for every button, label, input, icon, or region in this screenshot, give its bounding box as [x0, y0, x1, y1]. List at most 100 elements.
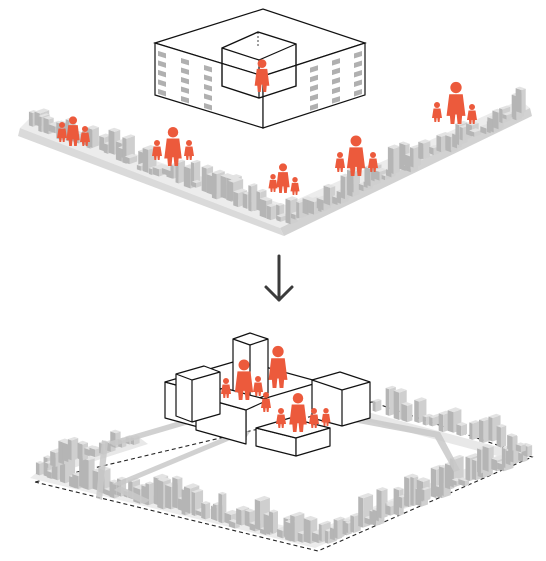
city-block — [439, 466, 444, 496]
city-block — [439, 413, 443, 432]
city-block — [269, 511, 273, 533]
city-block — [429, 417, 432, 427]
city-block — [296, 202, 299, 219]
city-block — [401, 404, 407, 422]
city-block — [479, 420, 483, 443]
city-block — [82, 458, 88, 490]
city-block — [410, 147, 414, 167]
city-ground-shade — [18, 128, 284, 236]
city-block — [285, 199, 290, 225]
city-block — [38, 116, 41, 132]
city-blocks-bottom — [36, 386, 532, 544]
city-block — [483, 446, 489, 472]
city-block — [202, 167, 207, 193]
city-block — [256, 191, 260, 211]
city-block — [233, 192, 238, 208]
city-block — [477, 448, 481, 473]
city-block — [376, 489, 381, 518]
city-block — [221, 176, 227, 199]
city-block — [44, 118, 49, 135]
city-block — [405, 155, 411, 169]
city-block — [99, 136, 104, 151]
city-block — [245, 510, 250, 527]
city-block — [319, 524, 322, 541]
city-block — [358, 497, 363, 528]
city-block — [149, 483, 153, 505]
city-block — [431, 468, 436, 498]
city-block — [394, 391, 399, 420]
city-block — [386, 505, 391, 516]
city-block — [522, 89, 526, 114]
bottom-scene — [30, 333, 532, 551]
city-block — [501, 426, 506, 448]
city-block — [72, 474, 78, 489]
city-block — [40, 462, 44, 475]
city-block — [350, 515, 354, 533]
apartment-block-icon — [155, 9, 365, 128]
city-block — [507, 435, 512, 451]
city-block — [341, 175, 346, 199]
city-block — [448, 410, 454, 433]
down-arrow-icon — [266, 256, 292, 300]
city-block — [63, 443, 69, 463]
city-block — [424, 488, 430, 501]
city-block — [298, 533, 303, 543]
city-block — [418, 142, 423, 159]
city-block — [290, 515, 295, 542]
city-block — [236, 508, 242, 525]
city-block — [172, 477, 178, 508]
city-block — [491, 458, 497, 471]
city-block — [388, 147, 394, 174]
city-block — [337, 191, 341, 204]
city-block — [334, 519, 338, 539]
city-block — [445, 135, 450, 150]
city-block — [512, 95, 517, 119]
city-block — [488, 416, 492, 441]
city-block — [445, 464, 450, 490]
city-block — [228, 181, 233, 201]
city-block — [165, 485, 171, 509]
city-block — [386, 388, 390, 416]
city-block — [373, 401, 376, 412]
city-block — [285, 521, 291, 541]
city-block — [201, 503, 205, 520]
city-block — [398, 496, 402, 508]
city-block — [68, 439, 72, 460]
city-block — [502, 448, 506, 468]
city-block — [248, 185, 251, 211]
top-scene — [18, 9, 532, 236]
city-block — [410, 477, 413, 506]
city-block — [466, 457, 470, 481]
city-block — [492, 110, 498, 129]
city-block — [118, 147, 122, 157]
city-block — [149, 168, 152, 175]
city-block — [267, 205, 271, 220]
city-block — [414, 400, 419, 423]
city-block — [304, 518, 311, 543]
city-block — [421, 489, 424, 501]
city-block — [324, 186, 331, 206]
city-block — [394, 488, 400, 516]
city-block — [72, 438, 79, 460]
city-block — [407, 404, 412, 422]
city-block — [184, 486, 190, 513]
city-block — [192, 492, 195, 516]
city-block — [104, 143, 108, 154]
city-block — [271, 205, 276, 220]
city-block — [460, 127, 463, 141]
city-block — [325, 530, 328, 543]
city-block — [497, 426, 501, 448]
city-block — [36, 462, 40, 475]
city-block — [29, 112, 33, 127]
city-block — [109, 130, 115, 155]
city-block — [307, 200, 314, 215]
city-block — [473, 421, 479, 440]
city-block — [499, 108, 502, 123]
city-block — [92, 127, 98, 147]
city-block — [243, 193, 247, 209]
city-block — [218, 493, 222, 523]
city-block — [184, 166, 191, 188]
city-block — [472, 459, 476, 480]
